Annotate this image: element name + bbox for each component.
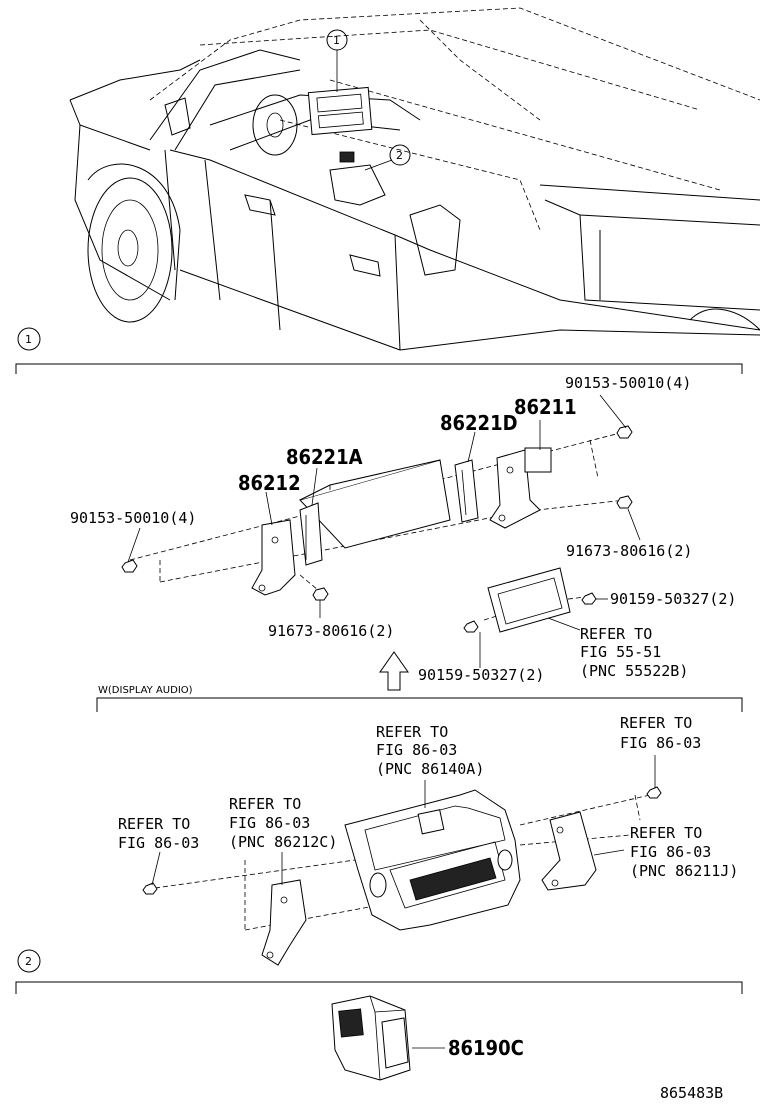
svg-text:2: 2	[396, 149, 403, 162]
label-86221a: 86221A	[286, 445, 363, 469]
refer-display-line2: FIG 55-51	[580, 643, 661, 661]
label-91673-80616-right: 91673-80616(2)	[566, 542, 692, 560]
side-panel-86221d	[454, 459, 479, 523]
ref-center-line1: REFER TO	[376, 723, 448, 741]
variant-bracket-right	[541, 811, 597, 891]
refer-display-line1: REFER TO	[580, 625, 652, 643]
audio-unit-body	[299, 459, 451, 566]
variant-frame: W(DISPLAY AUDIO)	[96, 685, 743, 712]
variant-label: W(DISPLAY AUDIO)	[98, 685, 193, 696]
display-panel	[487, 567, 581, 633]
variant-bolt-right	[646, 786, 662, 799]
ref-top-right-line2: FIG 86-03	[620, 734, 701, 752]
bracket-86211	[489, 447, 552, 529]
variant-dashed-guides	[154, 794, 651, 931]
display-audio-bezel	[344, 789, 521, 931]
bracket-86212	[251, 519, 296, 596]
screw-90159-right	[581, 592, 597, 605]
variant-bracket-left	[261, 879, 307, 966]
callout-1-overview: 1	[326, 29, 348, 92]
section-1-marker: 1	[15, 327, 743, 374]
ref-right-bracket-line2: FIG 86-03	[630, 843, 711, 861]
ref-center-line2: FIG 86-03	[376, 741, 457, 759]
label-86211: 86211	[514, 395, 577, 419]
label-91673-80616-bottom: 91673-80616(2)	[268, 622, 394, 640]
ref-left-line1: REFER TO	[118, 815, 190, 833]
label-90153-50010-top-right: 90153-50010(4)	[565, 374, 691, 392]
label-90153-50010-left: 90153-50010(4)	[70, 509, 196, 527]
screw-91673-bottom	[312, 587, 329, 601]
screw-90159-bottom	[463, 620, 479, 633]
bolt-90153-left	[121, 559, 138, 573]
label-86212: 86212	[238, 471, 301, 495]
section-2-marker: 2	[15, 949, 743, 994]
label-86190c: 86190C	[448, 1036, 524, 1060]
ref-left-line2: FIG 86-03	[118, 834, 199, 852]
vehicle-overview-illustration	[69, 7, 760, 351]
ref-left-bracket-line3: (PNC 86212C)	[229, 833, 337, 851]
ref-top-right-line1: REFER TO	[620, 714, 692, 732]
up-arrow-icon	[379, 651, 409, 691]
label-90159-50327-right: 90159-50327(2)	[610, 590, 736, 608]
variant-bolt-left	[142, 882, 158, 895]
bolt-90153-top-right	[616, 425, 633, 439]
label-90159-50327-bottom: 90159-50327(2)	[418, 666, 544, 684]
ref-left-bracket-line2: FIG 86-03	[229, 814, 310, 832]
ref-left-bracket-line1: REFER TO	[229, 795, 301, 813]
svg-text:1: 1	[25, 333, 32, 346]
ref-center-line3: (PNC 86140A)	[376, 760, 484, 778]
figure-code: 865483B	[660, 1084, 723, 1102]
svg-text:2: 2	[25, 955, 32, 968]
ref-right-bracket-line1: REFER TO	[630, 824, 702, 842]
section-1-leaders	[127, 394, 641, 668]
ref-right-bracket-line3: (PNC 86211J)	[630, 862, 738, 880]
screw-91673-right	[616, 495, 633, 509]
label-86221d: 86221D	[440, 411, 518, 435]
svg-text:1: 1	[333, 34, 340, 47]
refer-display-line3: (PNC 55522B)	[580, 662, 688, 680]
callout-2-overview: 2	[364, 144, 411, 171]
switch-86190c	[331, 995, 445, 1081]
variant-leaders	[151, 755, 656, 886]
